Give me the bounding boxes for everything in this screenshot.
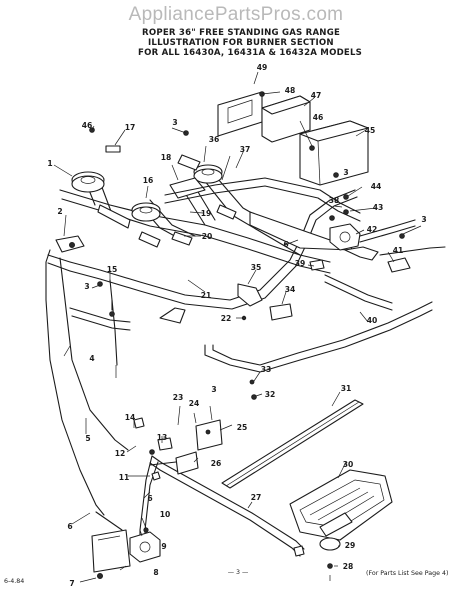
callout-45: 45 <box>365 126 376 135</box>
callout-27: 27 <box>251 493 262 502</box>
callout-7: 7 <box>69 579 74 588</box>
callout-43: 43 <box>373 203 384 212</box>
fasteners-upper <box>89 91 405 400</box>
callout-4: 4 <box>89 354 94 363</box>
callout-8: 8 <box>153 568 158 577</box>
parts-list-note: (For Parts List See Page 4) <box>366 570 448 577</box>
washers-lower <box>249 379 341 581</box>
callout-22: 22 <box>221 314 232 323</box>
date-code: 6-4.84 <box>4 578 24 585</box>
callout-39: 39 <box>295 259 306 268</box>
callout-35: 35 <box>251 263 262 272</box>
callout-20: 20 <box>202 232 213 241</box>
ignition-tubing <box>45 235 129 516</box>
callout-37: 37 <box>240 145 251 154</box>
watermark: AppliancePartsPros.com <box>129 4 344 25</box>
callout-numbers: 1 2 3 3 3 3 3 4 5 6 6 6 7 8 9 10 11 12 1… <box>47 63 426 588</box>
callout-40: 40 <box>367 316 378 325</box>
callout-33: 33 <box>261 365 272 374</box>
callout-47: 47 <box>311 91 322 100</box>
callout-32: 32 <box>265 390 276 399</box>
callout-3-top: 3 <box>172 118 177 127</box>
callout-6-mid: 6 <box>147 494 152 503</box>
callout-10: 10 <box>160 510 171 519</box>
callout-19: 19 <box>201 209 212 218</box>
callout-21: 21 <box>201 291 212 300</box>
burner-rail <box>164 177 361 251</box>
callout-17: 17 <box>125 123 136 132</box>
title-line-2: ILLUSTRATION FOR BURNER SECTION <box>148 38 334 48</box>
callout-15: 15 <box>107 265 118 274</box>
broiler-shield-assembly <box>217 91 369 186</box>
callout-44: 44 <box>371 182 382 191</box>
callout-16: 16 <box>143 176 154 185</box>
callout-23: 23 <box>173 393 184 402</box>
callout-9: 9 <box>161 542 166 551</box>
callout-24: 24 <box>189 399 200 408</box>
callout-42: 42 <box>367 225 378 234</box>
title-line-1: ROPER 36" FREE STANDING GAS RANGE <box>142 28 340 38</box>
callout-12: 12 <box>115 449 126 458</box>
callout-28: 28 <box>343 562 354 571</box>
callout-48: 48 <box>285 86 296 95</box>
oven-valve-and-bracket <box>91 511 305 580</box>
callout-46-left: 46 <box>82 121 93 130</box>
callout-29: 29 <box>345 541 356 550</box>
callout-41: 41 <box>393 246 404 255</box>
callout-25: 25 <box>237 423 248 432</box>
callout-3-right-box: 3 <box>343 168 348 177</box>
callout-34: 34 <box>285 285 296 294</box>
callout-46-right: 46 <box>313 113 324 122</box>
callout-2: 2 <box>57 207 62 216</box>
oven-burner-assembly <box>133 399 393 557</box>
page-number: — 3 — <box>228 569 249 576</box>
callout-3-left: 3 <box>84 282 89 291</box>
callout-1: 1 <box>47 159 52 168</box>
callout-13: 13 <box>157 433 168 442</box>
callout-14: 14 <box>125 413 136 422</box>
oven-feed-pipe <box>159 274 433 373</box>
callout-26: 26 <box>211 459 222 468</box>
callout-6-right: 6 <box>283 240 288 249</box>
callout-30: 30 <box>343 460 354 469</box>
callout-18: 18 <box>161 153 172 162</box>
main-manifold-pipe <box>47 189 358 331</box>
callout-5: 5 <box>85 434 90 443</box>
top-burner-assembly <box>59 145 331 274</box>
callout-38: 38 <box>329 196 340 205</box>
leader-lines <box>53 71 422 583</box>
gas-valve-assembly <box>237 219 446 321</box>
callout-31: 31 <box>341 384 352 393</box>
callout-3-lower: 3 <box>211 385 216 394</box>
callout-11: 11 <box>119 473 130 482</box>
callout-49: 49 <box>257 63 268 72</box>
callout-3-far-right: 3 <box>421 215 426 224</box>
callout-6-left: 6 <box>67 522 72 531</box>
title-line-3: FOR ALL 16430A, 16431A & 16432A MODELS <box>138 48 362 58</box>
callout-36: 36 <box>209 135 220 144</box>
